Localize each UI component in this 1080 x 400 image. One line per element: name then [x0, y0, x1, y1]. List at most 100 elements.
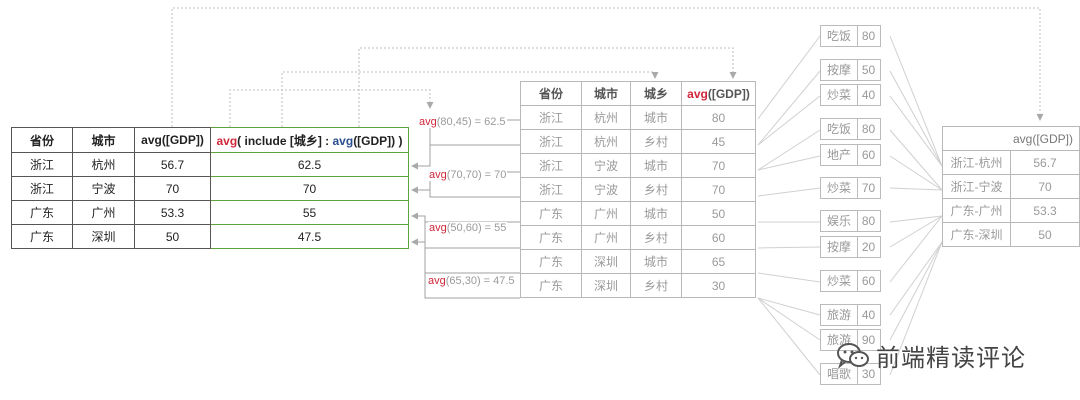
formula-fn: avg — [419, 116, 437, 128]
cell-province: 广东 — [11, 224, 73, 249]
cell-avg-gdp: 70 — [134, 176, 211, 201]
raw-item-value: 80 — [856, 25, 881, 47]
cell-urban-rural: 城市 — [630, 105, 682, 130]
cell-avg-gdp: 70 — [1010, 174, 1080, 199]
raw-item-value: 80 — [856, 118, 881, 140]
cell-avg-gdp: 53.3 — [1010, 198, 1080, 223]
raw-item-value: 70 — [856, 177, 881, 199]
cell-province: 广东 — [520, 201, 582, 226]
raw-item-name: 炒菜 — [820, 177, 858, 199]
main-header-include-expression: avg( include [城乡] : avg([GDP]) ) — [210, 127, 409, 153]
raw-item-value: 60 — [856, 270, 881, 292]
cell-province: 浙江 — [11, 152, 73, 177]
formula-text: (50,60) = 55 — [446, 222, 507, 234]
cell-city: 深圳 — [581, 249, 631, 274]
cell-avg-gdp: 53.3 — [134, 200, 211, 225]
expr-include-part: ( include [城乡] : — [237, 133, 333, 148]
cell-city: 宁波 — [581, 177, 631, 202]
cell-include-avg: 70 — [210, 176, 409, 201]
expr-tail: ([GDP]) ) — [353, 133, 403, 148]
cell-include-avg: 62.5 — [210, 152, 409, 177]
formula-fn: avg — [428, 275, 446, 287]
cell-city: 广州 — [581, 201, 631, 226]
table-row: 广东 深圳 50 47.5 — [11, 224, 409, 249]
raw-item-name: 唱歌 — [820, 363, 858, 385]
formula-label: avg(80,45) = 62.5 — [418, 116, 507, 128]
detail-header-avg-rest: ([GDP]) — [707, 86, 750, 101]
cell-province: 广东 — [520, 225, 582, 250]
cell-gdp: 50 — [681, 201, 756, 226]
detail-header-urban-rural: 城乡 — [630, 81, 682, 106]
cell-province-city: 广东-深圳 — [941, 222, 1012, 247]
raw-item-name: 吃饭 — [820, 118, 858, 140]
cell-urban-rural: 乡村 — [630, 225, 682, 250]
main-table-header: 省份 城市 avg([GDP]) avg( include [城乡] : avg… — [11, 127, 409, 153]
cell-province-city: 浙江-杭州 — [941, 150, 1012, 175]
agg-table-header: avg([GDP]) — [942, 126, 1080, 151]
cell-city: 宁波 — [72, 176, 135, 201]
cell-province-city: 广东-广州 — [941, 198, 1012, 223]
cell-urban-rural: 乡村 — [630, 129, 682, 154]
cell-province: 广东 — [11, 200, 73, 225]
cell-province: 浙江 — [520, 153, 582, 178]
cell-urban-rural: 城市 — [630, 249, 682, 274]
cell-province: 浙江 — [520, 129, 582, 154]
table-row: 浙江 杭州 56.7 62.5 — [11, 152, 409, 177]
watermark-text: 前端精读评论 — [876, 345, 1026, 372]
cell-province-city: 浙江-宁波 — [941, 174, 1012, 199]
cell-city: 宁波 — [581, 153, 631, 178]
raw-item-name: 地产 — [820, 144, 858, 166]
raw-item-name: 炒菜 — [820, 84, 858, 106]
cell-urban-rural: 乡村 — [630, 273, 682, 298]
cell-avg-gdp: 56.7 — [134, 152, 211, 177]
raw-item-value: 40 — [856, 84, 881, 106]
cell-urban-rural: 乡村 — [630, 177, 682, 202]
detail-header-province: 省份 — [520, 81, 582, 106]
cell-urban-rural: 城市 — [630, 201, 682, 226]
agg-header-avg-gdp: avg([GDP]) — [942, 126, 1080, 151]
raw-item-name: 娱乐 — [820, 210, 858, 232]
formula-text: (70,70) = 70 — [446, 169, 507, 181]
formula-text: (80,45) = 62.5 — [436, 116, 506, 128]
cell-include-avg: 55 — [210, 200, 409, 225]
raw-item-value: 80 — [856, 210, 881, 232]
detail-header-avg-fn: avg — [687, 86, 708, 101]
raw-item-name: 旅游 — [820, 304, 858, 326]
cell-province: 广东 — [520, 249, 582, 274]
raw-item-name: 按摩 — [820, 236, 858, 258]
cell-province: 浙江 — [520, 105, 582, 130]
cell-avg-gdp: 56.7 — [1010, 150, 1080, 175]
formula-fn: avg — [429, 222, 447, 234]
cell-province: 浙江 — [520, 177, 582, 202]
cell-gdp: 30 — [681, 273, 756, 298]
raw-item-value: 60 — [856, 144, 881, 166]
cell-city: 深圳 — [581, 273, 631, 298]
main-header-avg-gdp: avg([GDP]) — [134, 127, 211, 153]
raw-item-value: 30 — [856, 363, 881, 385]
cell-gdp: 70 — [681, 177, 756, 202]
raw-item-value: 50 — [856, 59, 881, 81]
raw-item-name: 炒菜 — [820, 270, 858, 292]
formula-label: avg(50,60) = 55 — [428, 222, 508, 234]
table-row: 广东 广州 53.3 55 — [11, 200, 409, 225]
main-header-province: 省份 — [11, 127, 73, 153]
formula-label: avg(70,70) = 70 — [428, 169, 508, 181]
